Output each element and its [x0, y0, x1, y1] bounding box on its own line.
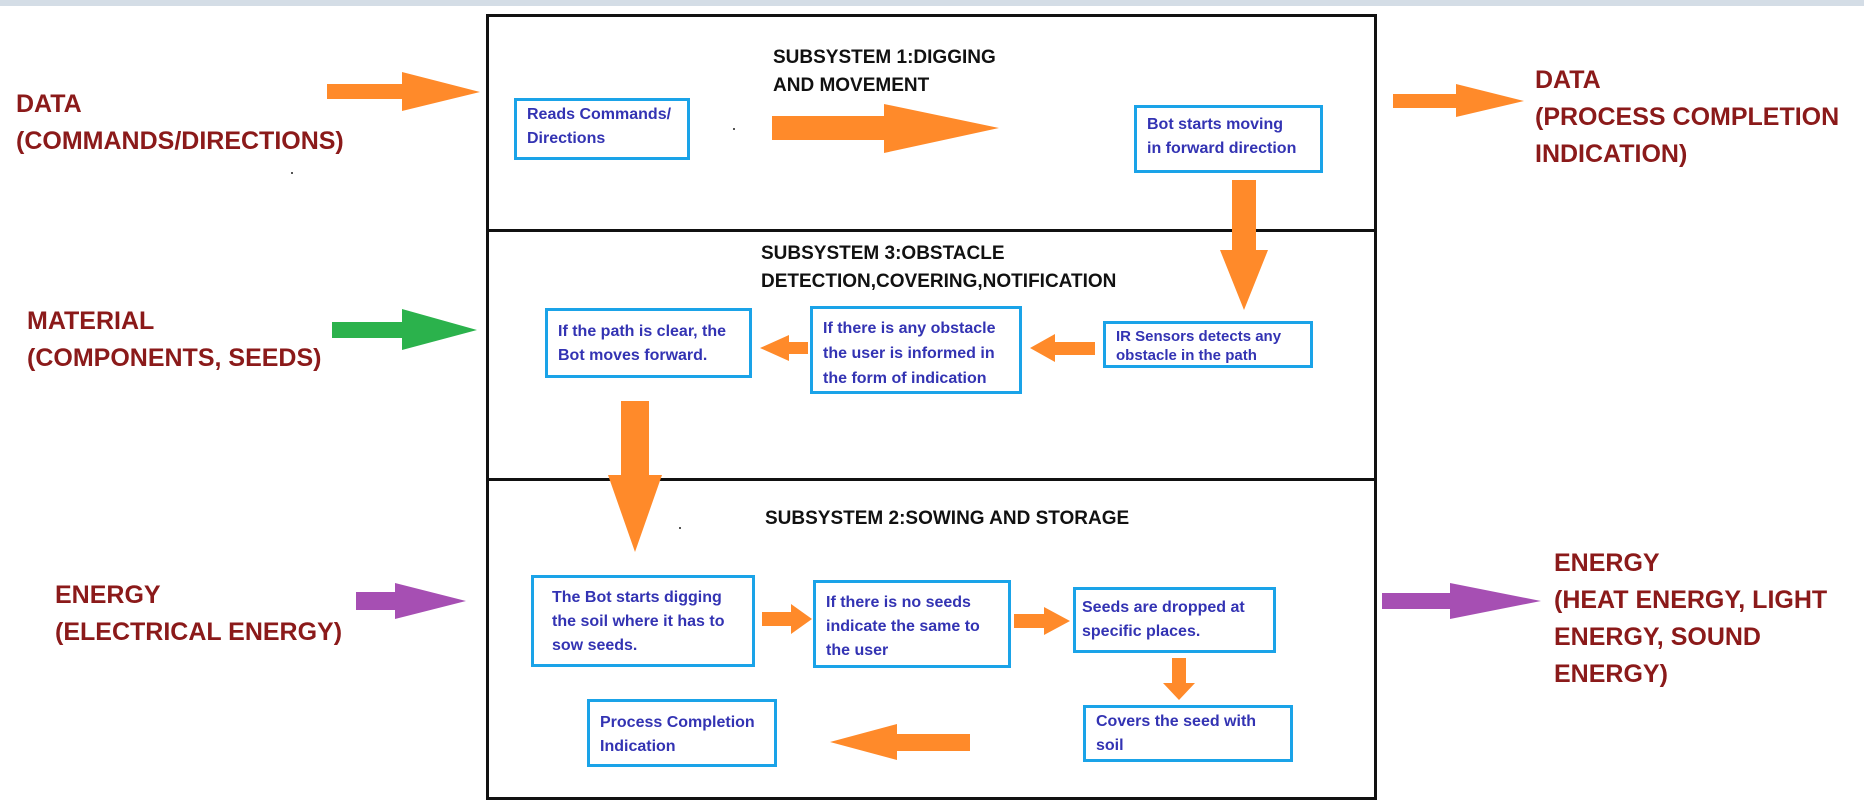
step-text-line: Bot starts moving: [1147, 116, 1284, 133]
step-ir-sensors: IR Sensors detects any obstacle in the p…: [1103, 321, 1313, 368]
flow-arrow-clear-to-digging: [608, 401, 662, 552]
subsystem3-title-line: DETECTION,COVERING,NOTIFICATION: [761, 271, 1117, 292]
step-bot-moving: Bot starts moving in forward direction: [1134, 105, 1323, 173]
step-obstacle-informed: If there is any obstacle the user is inf…: [810, 306, 1022, 394]
step-text-line: obstacle in the path: [1116, 347, 1257, 364]
flow-arrow-digging-to-noseeds: [762, 604, 812, 634]
output-energy-line: ENERGY, SOUND: [1554, 623, 1761, 651]
subsystem2-title: SUBSYSTEM 2:SOWING AND STORAGE: [765, 505, 1129, 533]
step-text-line: specific places.: [1082, 623, 1201, 640]
step-text-line: the user: [826, 642, 889, 659]
step-text-line: IR Sensors detects any: [1116, 328, 1282, 345]
step-text-line: the form of indication: [823, 370, 987, 387]
subsystem1-title: SUBSYSTEM 1:DIGGING AND MOVEMENT: [773, 44, 996, 100]
energy-output-arrow: [1382, 583, 1541, 619]
step-text-line: indicate the same to: [826, 618, 980, 635]
subsystem1-title-line: SUBSYSTEM 1:DIGGING: [773, 47, 996, 68]
data-input-arrow: [327, 72, 480, 111]
output-data-line: (PROCESS COMPLETION: [1535, 103, 1840, 131]
data-output-arrow: [1393, 84, 1524, 117]
input-energy-label: ENERGY (ELECTRICAL ENERGY): [55, 577, 342, 651]
output-data-line: DATA: [1535, 66, 1601, 94]
flow-arrow-obstacle-to-clear: [760, 335, 808, 361]
material-input-arrow: [332, 309, 477, 350]
step-text-line: the user is informed in: [823, 345, 995, 362]
subsystem3-title: SUBSYSTEM 3:OBSTACLE DETECTION,COVERING,…: [761, 240, 1116, 296]
step-reads-commands: Reads Commands/ Directions: [514, 98, 690, 160]
top-border-line: [0, 0, 1864, 6]
flow-arrow-dropped-to-covers: [1163, 658, 1195, 700]
step-text-line: The Bot starts digging: [552, 589, 722, 606]
subsystem2-title-line: SUBSYSTEM 2:SOWING AND STORAGE: [765, 508, 1130, 529]
step-seeds-dropped: Seeds are dropped at specific places.: [1073, 587, 1276, 653]
step-text-line: If there is no seeds: [826, 594, 971, 611]
step-text-line: If there is any obstacle: [823, 320, 996, 337]
step-text-line: soil: [1096, 737, 1124, 754]
output-energy-line: ENERGY): [1554, 660, 1668, 688]
step-text-line: the soil where it has to: [552, 613, 725, 630]
flow-arrow-moving-to-ir: [1220, 180, 1268, 310]
flow-arrow-covers-to-completion: [830, 724, 970, 760]
subsystem1-title-line: AND MOVEMENT: [773, 75, 930, 96]
input-data-line: (COMMANDS/DIRECTIONS): [16, 127, 344, 155]
step-text-line: Reads Commands/: [527, 106, 672, 123]
step-text-line: If the path is clear, the: [558, 323, 727, 340]
stray-dot: [733, 128, 735, 130]
step-text-line: Bot moves forward.: [558, 347, 708, 364]
input-energy-line: (ELECTRICAL ENERGY): [55, 618, 343, 646]
step-text-line: Directions: [527, 130, 606, 147]
subsystem3-title-line: SUBSYSTEM 3:OBSTACLE: [761, 243, 1005, 264]
input-material-label: MATERIAL (COMPONENTS, SEEDS): [27, 303, 321, 377]
step-text-line: Process Completion: [600, 714, 755, 731]
output-energy-label: ENERGY (HEAT ENERGY, LIGHT ENERGY, SOUND…: [1554, 545, 1827, 693]
step-digging: The Bot starts digging the soil where it…: [531, 575, 755, 667]
output-energy-line: (HEAT ENERGY, LIGHT: [1554, 586, 1828, 614]
flow-arrow-ir-to-obstacle: [1030, 334, 1095, 362]
step-process-completion: Process Completion Indication: [587, 699, 777, 767]
output-data-line: INDICATION): [1535, 140, 1688, 168]
input-material-line: (COMPONENTS, SEEDS): [27, 344, 322, 372]
input-energy-line: ENERGY: [55, 581, 161, 609]
step-no-seeds: If there is no seeds indicate the same t…: [813, 580, 1011, 668]
input-data-line: DATA: [16, 90, 82, 118]
stray-dot: [679, 527, 681, 529]
step-text-line: Seeds are dropped at: [1082, 599, 1245, 616]
step-text-line: in forward direction: [1147, 140, 1297, 157]
energy-input-arrow: [356, 583, 466, 619]
step-text-line: sow seeds.: [552, 637, 638, 654]
input-material-line: MATERIAL: [27, 307, 155, 335]
step-text-line: Covers the seed with: [1096, 713, 1257, 730]
step-covers-seed: Covers the seed with soil: [1083, 705, 1293, 762]
output-data-label: DATA (PROCESS COMPLETION INDICATION): [1535, 62, 1839, 173]
stray-dot: [291, 172, 293, 174]
step-path-clear: If the path is clear, the Bot moves forw…: [545, 308, 752, 378]
step-text-line: Indication: [600, 738, 676, 755]
flow-arrow-noseeds-to-dropped: [1014, 607, 1070, 635]
output-energy-line: ENERGY: [1554, 549, 1660, 577]
flow-arrow-commands-to-moving: [772, 104, 999, 153]
input-data-label: DATA (COMMANDS/DIRECTIONS): [16, 86, 344, 160]
